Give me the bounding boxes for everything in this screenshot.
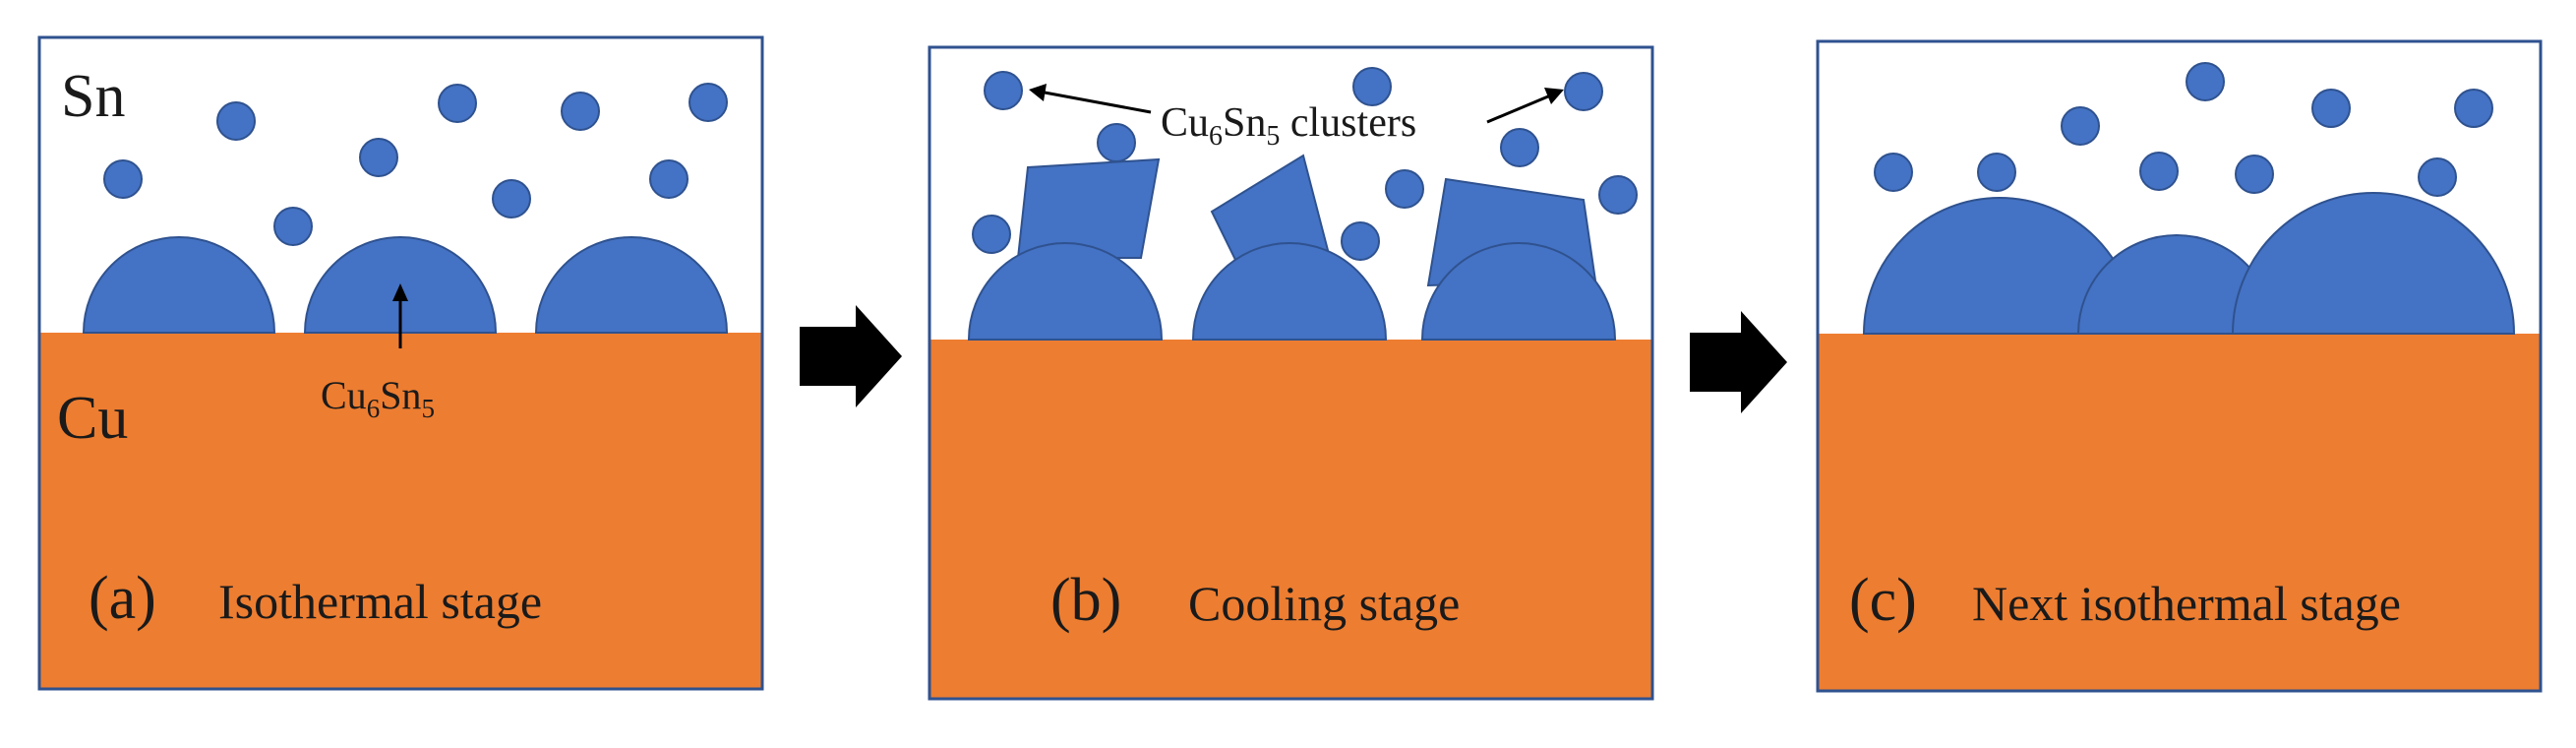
cu6sn5-particle	[2311, 89, 2351, 128]
cu6sn5-particle	[2454, 89, 2493, 128]
cu6sn5-particle	[438, 84, 477, 123]
copper-substrate	[929, 340, 1652, 699]
panel-frame	[37, 35, 764, 691]
cu6sn5-scallop	[1191, 242, 1388, 341]
panel-a: Sn Cu Cu6Sn5 (a) Isothermal stage	[37, 35, 764, 691]
cu6sn5-particle	[649, 159, 689, 199]
cu6sn5-scallop	[534, 236, 729, 334]
cu6sn5-clusters-label: Cu6Sn5 clusters	[1161, 100, 1416, 152]
cu6sn5-scallop	[82, 236, 276, 334]
panel-letter: (a)	[89, 565, 156, 632]
cu6sn5-particle	[984, 71, 1023, 110]
cu6sn5-particle	[216, 101, 256, 141]
cu6sn5-particle	[1097, 123, 1136, 162]
annotation-arrow	[1486, 94, 1549, 124]
right-arrow-icon	[800, 305, 902, 407]
cu6sn5-particle	[2061, 106, 2100, 146]
panel-c: (c) Next isothermal stage	[1816, 39, 2543, 693]
arrowhead-icon	[1029, 84, 1047, 101]
cu6sn5-label: Cu6Sn5	[321, 373, 435, 423]
panel-title: Next isothermal stage	[1972, 576, 2401, 631]
cu6sn5-particle	[689, 83, 728, 122]
cu6sn5-particle	[2418, 157, 2457, 197]
cu6sn5-particle	[1352, 67, 1392, 106]
cu6sn5-particle	[103, 159, 143, 199]
panel-frame	[928, 45, 1654, 701]
cu6sn5-particle	[492, 179, 531, 218]
cu6sn5-cluster	[1016, 157, 1161, 259]
panel-letter: (b)	[1050, 567, 1121, 634]
cu6sn5-particle	[1874, 153, 1913, 192]
cu6sn5-scallop	[967, 242, 1164, 341]
tin-label: Sn	[61, 63, 125, 130]
cu6sn5-particle	[2235, 155, 2274, 194]
cu6sn5-particle	[2139, 152, 2179, 191]
copper-substrate	[39, 333, 762, 689]
arrowhead-icon	[392, 283, 408, 301]
annotation-arrow	[1044, 91, 1152, 114]
cu6sn5-particle	[1598, 175, 1638, 215]
cu6sn5-scallop	[1420, 242, 1617, 341]
cu6sn5-particle	[1564, 72, 1603, 111]
cu6sn5-particle	[1500, 128, 1539, 167]
cu6sn5-grain	[2231, 192, 2516, 335]
cu6sn5-particle	[2186, 62, 2225, 101]
cu6sn5-particle	[1977, 153, 2016, 192]
cu6sn5-particle	[1341, 221, 1380, 261]
panel-b: Cu6Sn5 clusters (b) Cooling stage	[928, 45, 1654, 701]
cu6sn5-particle	[359, 138, 398, 177]
copper-substrate	[1818, 334, 2541, 691]
panel-title: Isothermal stage	[218, 574, 542, 629]
cu6sn5-particle	[972, 215, 1011, 254]
panel-title: Cooling stage	[1188, 576, 1460, 631]
right-arrow-icon	[1690, 311, 1787, 413]
panel-frame	[1816, 39, 2543, 693]
panel-letter: (c)	[1849, 567, 1917, 634]
cu6sn5-particle	[273, 207, 313, 246]
cu6sn5-particle	[1385, 169, 1424, 209]
cu6sn5-particle	[561, 92, 600, 131]
arrowhead-icon	[1544, 88, 1564, 104]
copper-label: Cu	[57, 385, 128, 452]
